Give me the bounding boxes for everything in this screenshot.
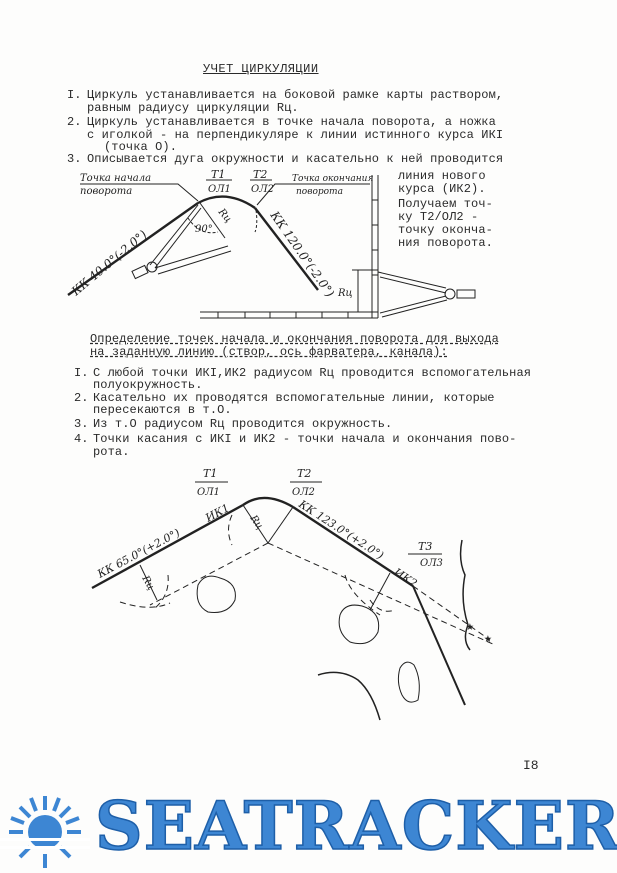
s2-step-4-line-2: рота. (93, 445, 130, 459)
watermark: SEATRACKER.RU (94, 787, 617, 865)
rock-island-3 (397, 661, 420, 703)
start-label-2: поворота (80, 186, 132, 197)
page-number: I8 (523, 758, 539, 773)
side-text-1: линия нового (398, 169, 486, 183)
ol1-label: ОЛ1 (208, 184, 231, 195)
step-3-line-1: Описывается дуга окружности и касательно… (87, 152, 504, 166)
s2-step-2-line-1: Касательно их проводятся вспомогательные… (93, 391, 495, 405)
rock-island-1 (196, 575, 236, 613)
angle-label: 90° (195, 224, 213, 235)
side-text-5: точку оконча- (398, 223, 493, 237)
d2-ol1-label: ОЛ1 (197, 487, 220, 498)
step-2-line-1: Циркуль устанавливается в точке начала п… (87, 115, 496, 129)
step-2-line-2: с иголкой - на перпендикуляре к линии ис… (87, 128, 504, 142)
course-1-label: КК 40.0°(-2.0°) (68, 227, 150, 299)
s2-step-4-line-1: Точки касания с ИКI и ИК2 - точки начала… (93, 432, 517, 446)
d2-ol3-label: ОЛ3 (420, 558, 443, 569)
d2-course-1-label: КК 65.0°(+2.0°) (94, 526, 182, 581)
star-marks: ★★ (466, 619, 492, 646)
s2-step-2-num: 2. (74, 391, 89, 405)
step-2-num: 2. (67, 115, 82, 129)
step-3-num: 3. (67, 152, 82, 166)
leader-start (80, 183, 199, 202)
ol2-label: ОЛ2 (251, 184, 274, 195)
t1-label: T1 (211, 168, 225, 181)
step-1-line-2: равным радиусу циркуляции Rц. (87, 101, 299, 115)
page-title: УЧЕТ ЦИРКУЛЯЦИИ (203, 62, 319, 76)
end-label-2: поворота (296, 187, 343, 197)
d2-t1-label: T1 (203, 467, 217, 480)
s2-step-1-line-2: полуокружность. (93, 378, 203, 392)
svg-text:★: ★ (466, 619, 474, 634)
end-label: Точка окончания (292, 174, 373, 184)
shoreline-1 (459, 539, 471, 651)
rock-island-2 (338, 604, 380, 645)
course-line-2 (254, 207, 319, 291)
side-text-2: курса (ИК2). (398, 182, 486, 196)
radius-line (199, 202, 226, 239)
d2-ol2-label: ОЛ2 (292, 487, 315, 498)
side-text-3: Получаем точ- (398, 197, 493, 211)
t2-label: T2 (253, 168, 267, 181)
ruler-frame (200, 175, 379, 319)
step-2-line-3: (точка О). (104, 140, 178, 154)
leader-end (256, 183, 370, 206)
side-text-4: ку T2/ОЛ2 - (398, 210, 479, 224)
s2-step-3-line-1: Из т.О радиусом Rц проводится окружность… (93, 417, 393, 431)
course-line-1 (67, 202, 199, 296)
d2-ik1-label: ИК1 (202, 501, 231, 525)
s2-step-2-line-2: пересекаются в т.О. (93, 403, 232, 417)
d2-ik2-label: ИК2 (391, 565, 420, 590)
side-text-6: ния поворота. (398, 236, 493, 250)
shoreline-2 (317, 671, 381, 721)
step-1-num: I. (67, 88, 82, 102)
svg-text:★: ★ (484, 631, 492, 646)
section-2-heading-2: на заданную линию (створ, ось фарватера,… (90, 345, 448, 359)
radius-label: Rц (215, 206, 233, 225)
d2-radius-label-2: Rц (139, 573, 156, 592)
compass-left-icon (131, 204, 232, 280)
s2-step-1-line-1: С любой точки ИКI,ИК2 радиусом Rц провод… (93, 366, 532, 380)
section-2-heading-1: Определение точек начала и окончания пов… (90, 332, 499, 346)
course-2-label: КК 120.0°(-2.0°) (267, 208, 337, 300)
turn-arc (197, 195, 256, 209)
d2-t3-label: T3 (418, 540, 432, 553)
step-1-line-1: Циркуль устанавливается на боковой рамке… (87, 88, 504, 102)
sun-logo-icon (0, 796, 90, 868)
s2-step-4-num: 4. (74, 432, 89, 446)
d2-course-2-label: КК 123.0°(+2.0°) (296, 497, 386, 562)
ruler-radius-label: Rц (337, 288, 353, 299)
compass-right-icon (377, 271, 476, 318)
d2-t2-label: T2 (297, 467, 311, 480)
diagram-2-track (91, 496, 466, 706)
start-label: Точка начала (80, 173, 151, 184)
s2-step-1-num: I. (74, 366, 89, 380)
s2-step-3-num: 3. (74, 417, 89, 431)
